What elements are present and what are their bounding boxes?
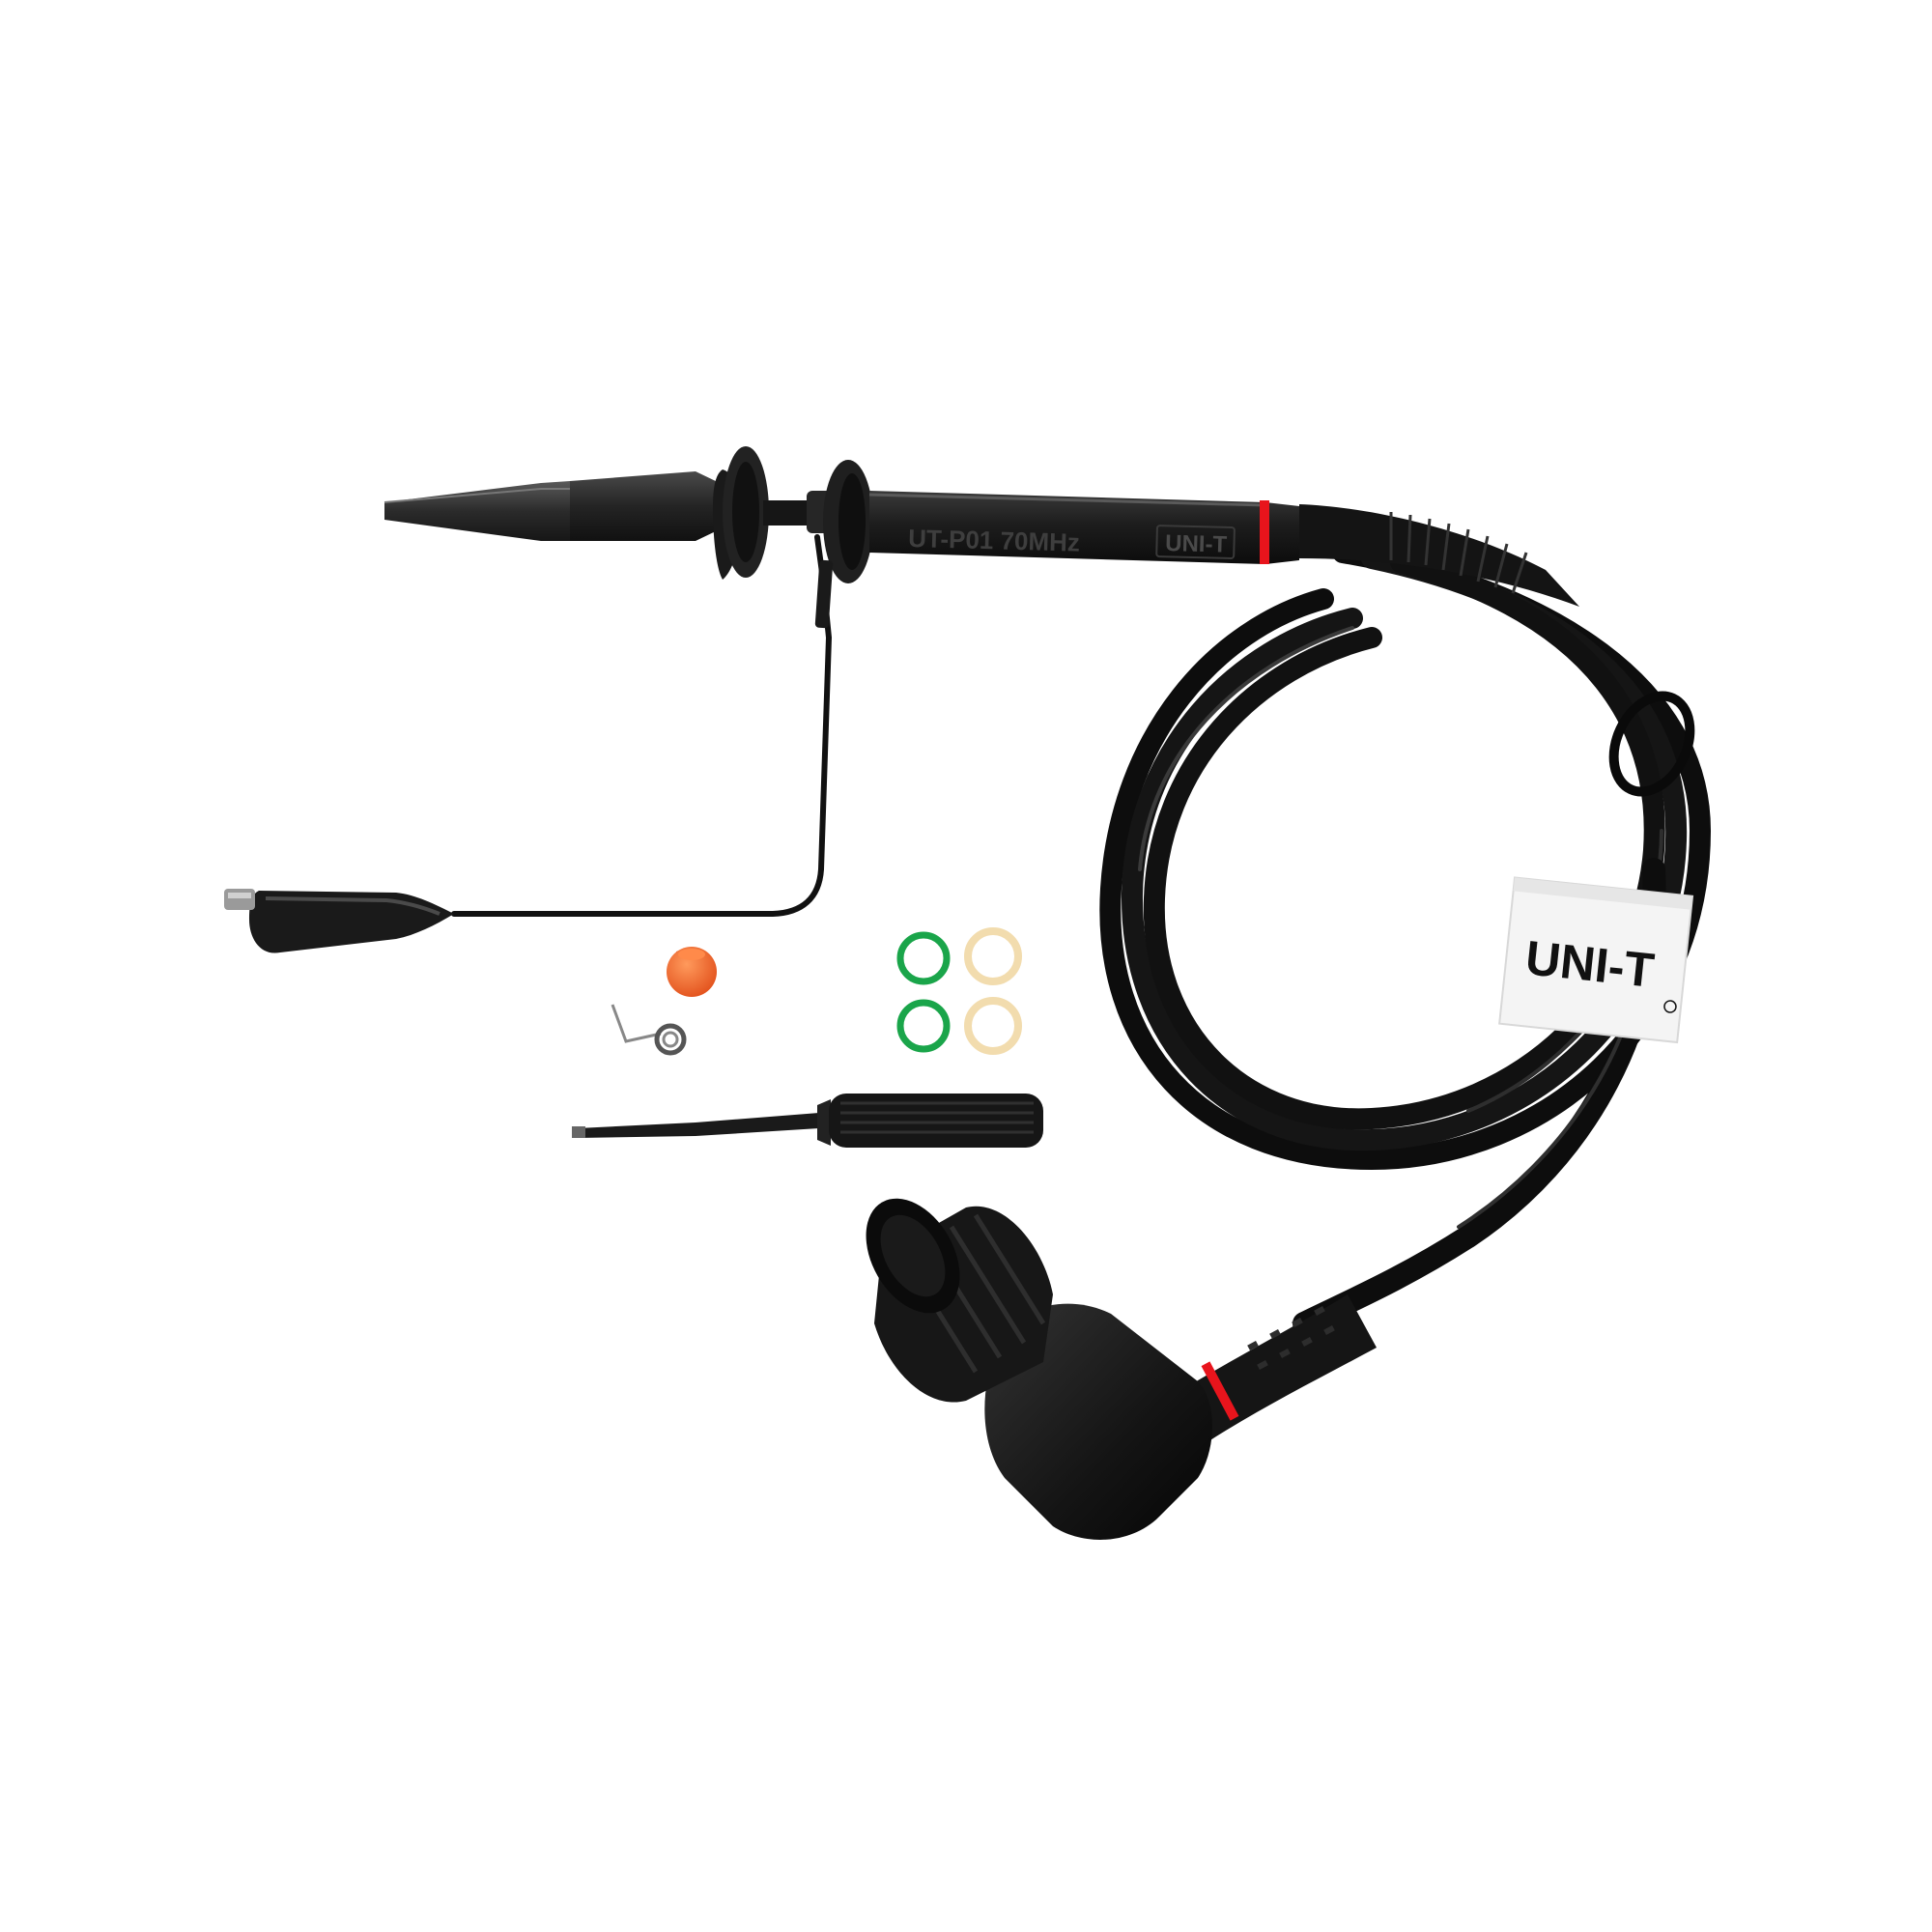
color-rings [896, 927, 1022, 1055]
probe-body: UT-P01 70MHz UNI-T [384, 446, 1299, 583]
cable-tag: UNI-T [1498, 876, 1694, 1044]
adjustment-tool [572, 1094, 1043, 1148]
cable-tag-brand: UNI-T [1523, 930, 1657, 998]
barrel-spec-text: UT-P01 70MHz [908, 524, 1080, 557]
ring-green-bottom [896, 999, 951, 1053]
ground-lead [224, 534, 834, 953]
ground-spring [611, 1004, 687, 1056]
cable-twist-tie [1608, 691, 1695, 797]
barrel-brand-text: UNI-T [1165, 530, 1228, 558]
spare-tip-cap [667, 947, 717, 997]
bnc-connector [866, 1198, 1377, 1540]
ring-cream-bottom [964, 997, 1022, 1055]
probe-strain-relief [1299, 504, 1579, 607]
registered-mark-icon [1663, 1000, 1677, 1013]
ring-green-top [896, 931, 951, 985]
ring-cream-top [964, 927, 1022, 985]
probe-red-ring [1260, 500, 1269, 564]
bnc-red-ring [1201, 1361, 1239, 1421]
